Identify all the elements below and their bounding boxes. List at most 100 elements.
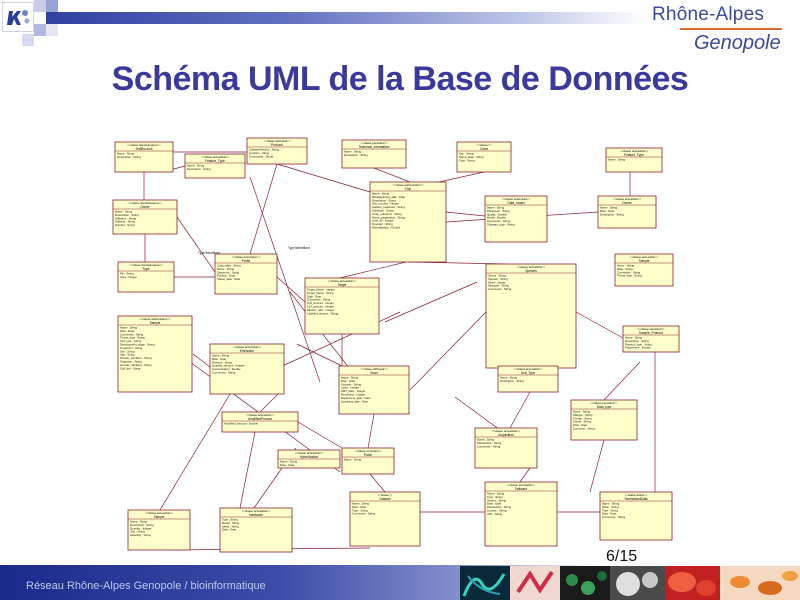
association-line [159,393,231,511]
class-attribute: Date : Date [212,357,227,361]
class-attribute: Parameter : String [487,209,510,213]
class-attribute: Name : String [372,192,390,196]
slide-title: Schéma UML de la Base de Données [111,60,689,98]
association-line [297,421,343,449]
class-attribute: Development_stage : String [120,343,155,347]
class-attribute: Comments : String [120,332,144,336]
class-attribute: Date : Date [120,329,135,333]
class-attribute: Pin : String [120,272,134,276]
class-attribute: Date : Date [341,379,356,383]
class-attribute: Type : String [352,508,368,512]
slide-header: Rhône-Alpes Genopole [0,0,800,60]
brand-accent-line [680,28,782,30]
class-name: Type [143,267,150,271]
association-line [509,391,531,429]
class-attribute: Scanning_date : Date [341,399,368,403]
class-name: Scan [370,371,377,375]
class-name: Owner [140,205,150,209]
class-name: Technical_information [359,145,390,149]
class-attribute: Description : String [500,379,524,383]
association-line [192,353,211,368]
class-attribute: Name : String [120,326,138,330]
class-attribute: Name : String [487,206,505,210]
class-stereotype: <<stable classe>> [625,493,648,497]
class-attribute: Type : String [487,495,503,499]
decor-square [46,0,58,12]
class-stereotype: <<classe descriptive>> [232,255,261,259]
genopole-logo-icon [2,2,34,32]
class-stereotype: <<classe attributed>> [361,367,388,371]
class-name: Chip [405,187,412,191]
association-line [296,343,343,367]
association-line [239,431,256,509]
class-attribute: Name : String [115,210,133,214]
class-attribute: Name : String [625,336,643,340]
class-attribute: Description : String [130,523,154,527]
class-attribute: Date : Date [307,294,322,298]
class-attribute: Name : String [477,438,495,442]
class-attribute: Name : String [341,376,359,380]
class-attribute: Protocol_type : String [625,342,652,346]
association-line [369,473,386,493]
class-attribute: Comments : String [602,515,626,519]
class-name: Target [338,283,347,287]
class-attribute: SoftwareVersion : String [249,148,279,152]
association-line [409,311,487,391]
class-attribute: Date : Date [487,502,502,506]
class-attribute: Commands : String [249,154,273,158]
class-attribute: Format : String [573,416,592,420]
class-stereotype: <<classe accessible>> [201,155,230,159]
class-attribute: Value : String [602,505,619,509]
class-stereotype: <<classe accessible>> [295,451,324,455]
class-stereotype: <<classe authorization>> [392,183,424,187]
class-stereotype: <<classe accessible>> [514,367,543,371]
class-attribute: Genus : String [488,274,506,278]
class-stereotype: <<classe accessible>> [492,429,521,433]
class-name: AmplifiedProduct [248,417,272,421]
class-name: Protocol [271,143,283,147]
class-attribute: Serial : String [222,524,239,528]
class-attribute: Type : String [459,158,475,162]
class-attribute: Model : String [222,521,240,525]
decor-square [34,24,46,36]
association-line [367,413,375,449]
class-stereotype: <<classe accessible>> [517,265,546,269]
class-attribute: Comments : String [307,298,331,302]
class-stereotype: <<classe authorized>> [502,197,531,201]
class-attribute: Array_reference : String [372,212,402,216]
class-attribute: URL : String [487,512,503,516]
class-attribute: Slot_number : Integer [372,202,399,206]
decor-square [34,0,46,12]
class-name: Species [525,269,537,273]
association-line [603,361,641,401]
class-attribute: Affiliation : String [115,216,136,220]
microbe-images [460,566,800,600]
class-attribute: Name : String [212,354,230,358]
association-line [277,311,401,369]
class-name: Feature_Type [624,153,644,157]
class-attribute: Date : Date [352,505,367,509]
class-attribute: Target_Name : Integer [307,288,335,292]
class-attribute: Amplified_Amount : Double [224,422,258,426]
class-stereotype: <<classe SimpleFeature>> [127,143,161,147]
class-name: Acquisition [498,433,514,437]
class-attribute: Substrate : String [372,209,394,213]
class-attribute: Type : String [222,518,238,522]
class-attribute: Cy5_amount : Integer [307,301,334,305]
class-attribute: Date : Date [600,209,615,213]
uml-class-box: <<classe SimpleFeature>>TextBoxLinkName … [114,141,174,173]
association-line [176,216,216,273]
class-stereotype: <<classe accessible>> [620,149,649,153]
